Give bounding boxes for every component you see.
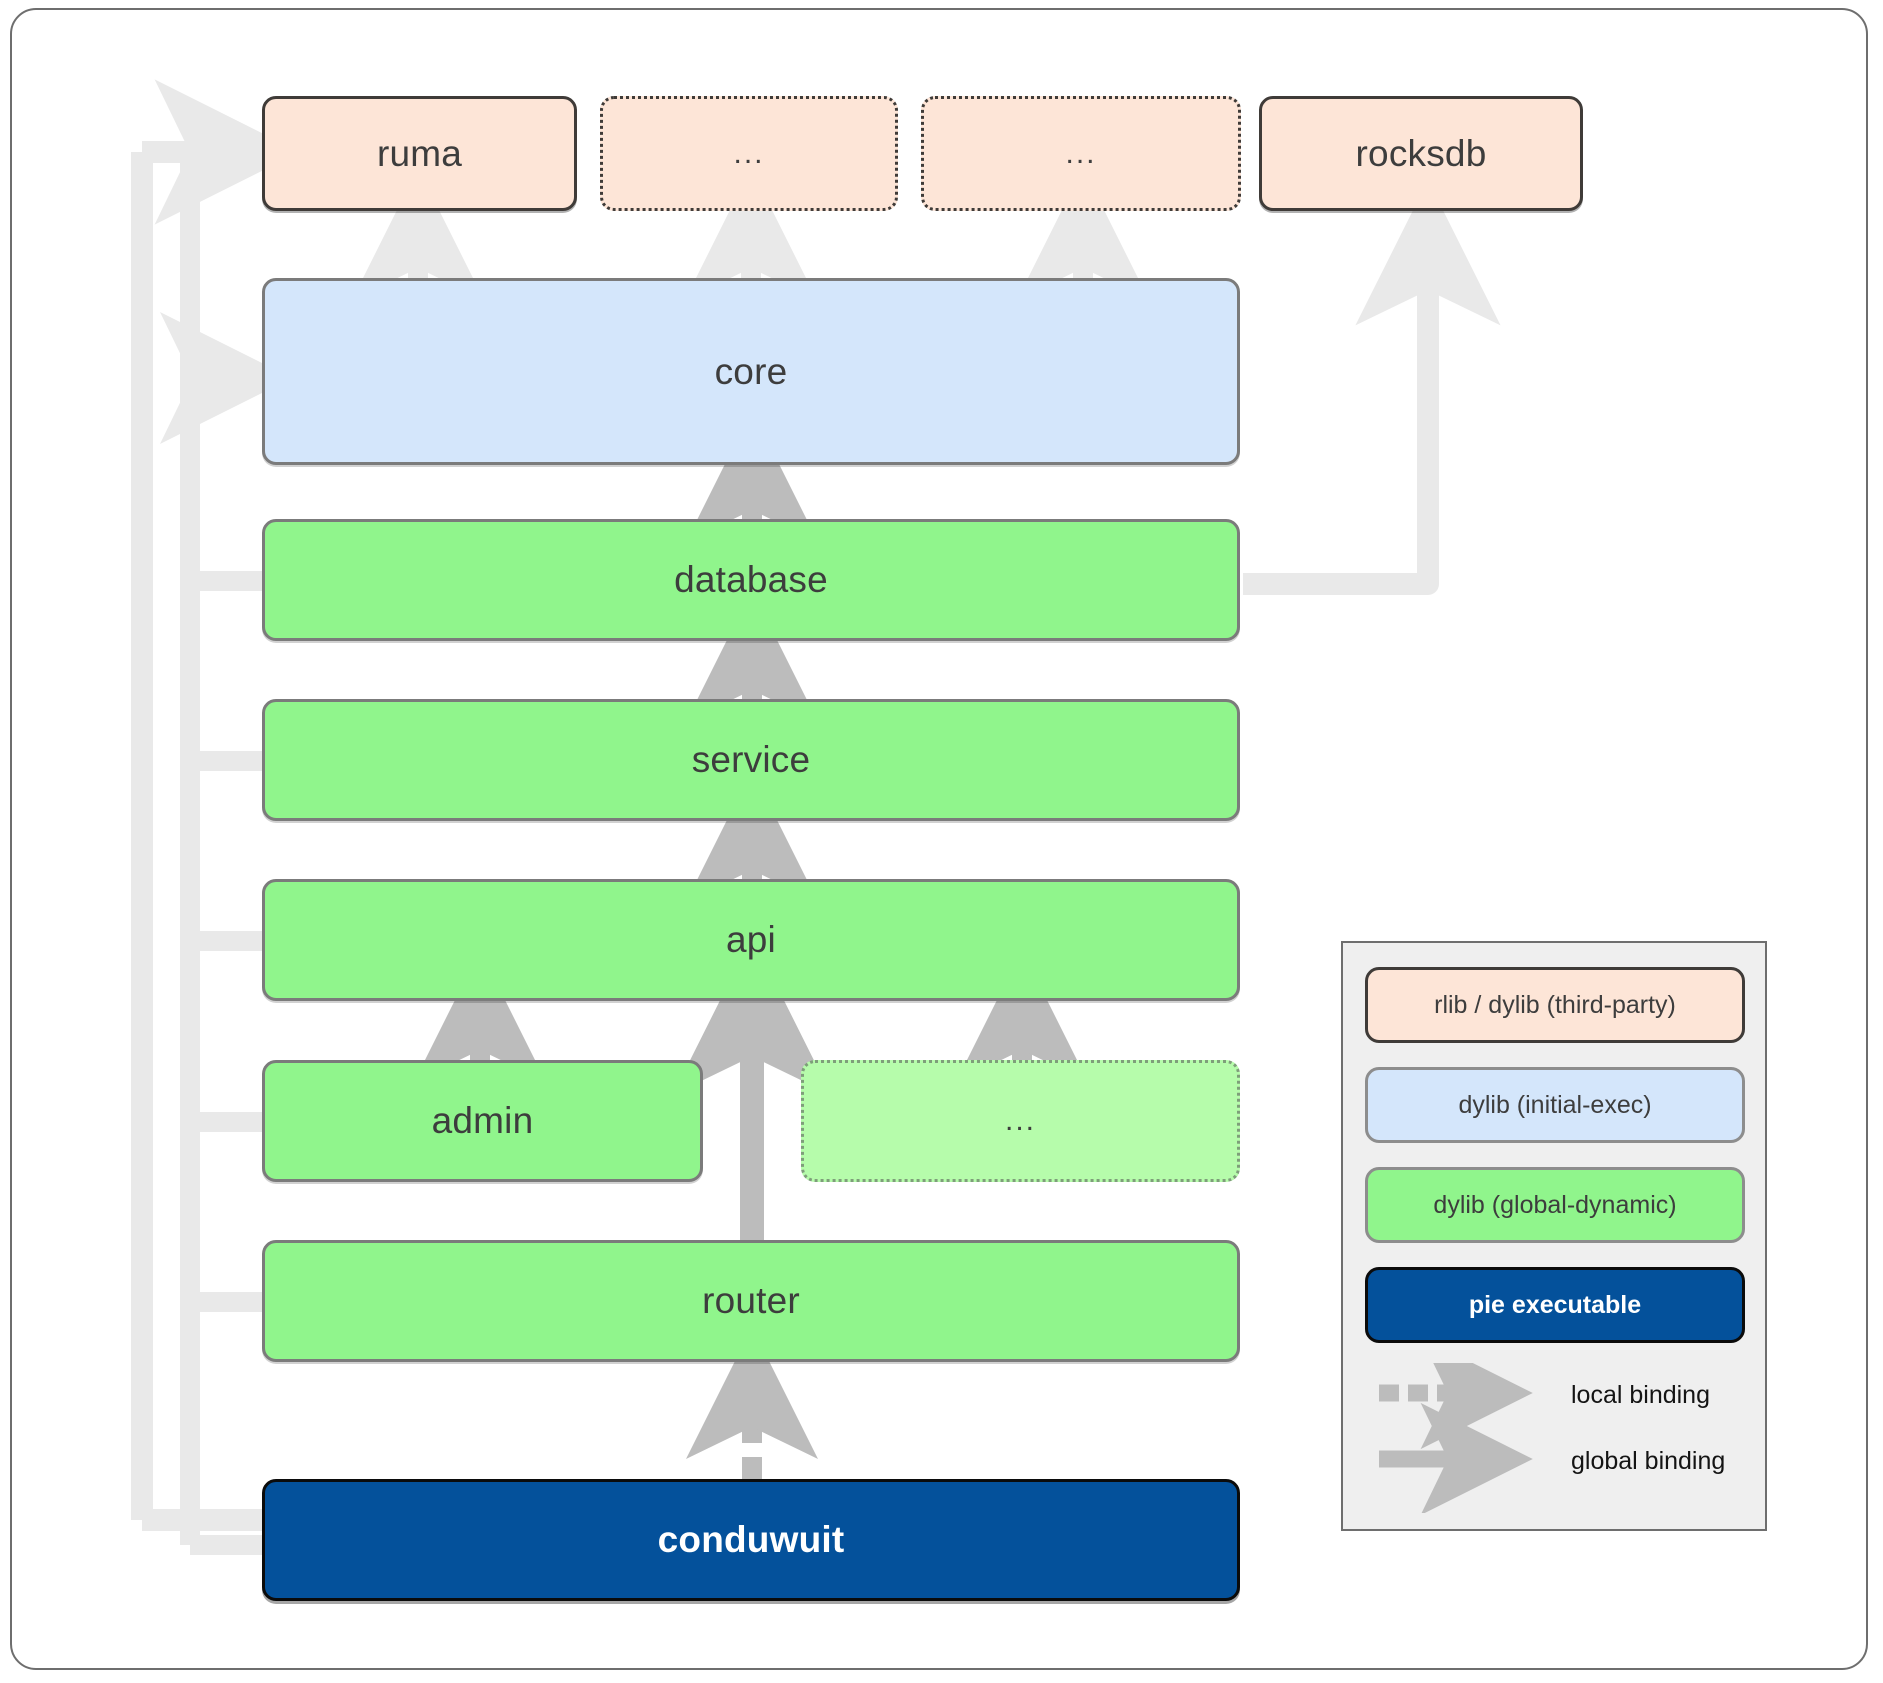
node-dots-mid[interactable]: ... xyxy=(801,1060,1240,1182)
node-api[interactable]: api xyxy=(262,879,1240,1001)
stack-global-binding-arrows xyxy=(414,410,1088,1245)
node-dots-top-a[interactable]: ... xyxy=(600,96,898,211)
legend-local-binding-label: local binding xyxy=(1571,1381,1710,1409)
node-ruma-label: ruma xyxy=(376,132,463,174)
legend-chip-initial-exec-label: dylib (initial-exec) xyxy=(1458,1090,1652,1119)
node-core[interactable]: core xyxy=(262,278,1240,465)
node-admin-label: admin xyxy=(431,1100,534,1141)
legend-global-binding-label: global binding xyxy=(1571,1447,1726,1475)
legend-chip-initial-exec: dylib (initial-exec) xyxy=(1365,1067,1745,1143)
legend-chip-third-party-label: rlib / dylib (third-party) xyxy=(1434,990,1676,1019)
core-to-thirdparty-arrows xyxy=(352,168,1149,301)
legend-panel: rlib / dylib (third-party) dylib (initia… xyxy=(1341,941,1767,1531)
node-dots-top-b[interactable]: ... xyxy=(921,96,1241,211)
node-rocksdb[interactable]: rocksdb xyxy=(1259,96,1583,211)
node-router[interactable]: router xyxy=(262,1240,1240,1362)
legend-chip-global-dynamic-label: dylib (global-dynamic) xyxy=(1433,1190,1677,1219)
legend-chip-pie-executable-label: pie executable xyxy=(1468,1290,1642,1319)
node-database-label: database xyxy=(674,559,828,600)
legend-chip-pie-executable: pie executable xyxy=(1365,1267,1745,1343)
node-api-label: api xyxy=(726,919,776,960)
node-router-label: router xyxy=(702,1280,800,1321)
conduwuit-global-binding-spine xyxy=(131,79,300,1555)
legend-binding-arrows xyxy=(1379,1363,1533,1513)
node-dots-top-a-label: ... xyxy=(733,136,765,170)
node-core-label: core xyxy=(714,350,788,392)
node-rocksdb-label: rocksdb xyxy=(1355,132,1487,174)
node-conduwuit[interactable]: conduwuit xyxy=(262,1479,1240,1601)
node-conduwuit-label: conduwuit xyxy=(657,1519,845,1560)
node-dots-mid-label: ... xyxy=(1004,1104,1036,1137)
node-admin[interactable]: admin xyxy=(262,1060,703,1182)
node-service[interactable]: service xyxy=(262,699,1240,821)
node-dots-top-b-label: ... xyxy=(1065,136,1097,170)
legend-chip-third-party: rlib / dylib (third-party) xyxy=(1365,967,1745,1043)
node-database[interactable]: database xyxy=(262,519,1240,641)
node-ruma[interactable]: ruma xyxy=(262,96,577,211)
database-to-rocksdb-arrow xyxy=(1243,180,1501,595)
node-service-label: service xyxy=(691,739,811,780)
legend-chip-global-dynamic: dylib (global-dynamic) xyxy=(1365,1167,1745,1243)
